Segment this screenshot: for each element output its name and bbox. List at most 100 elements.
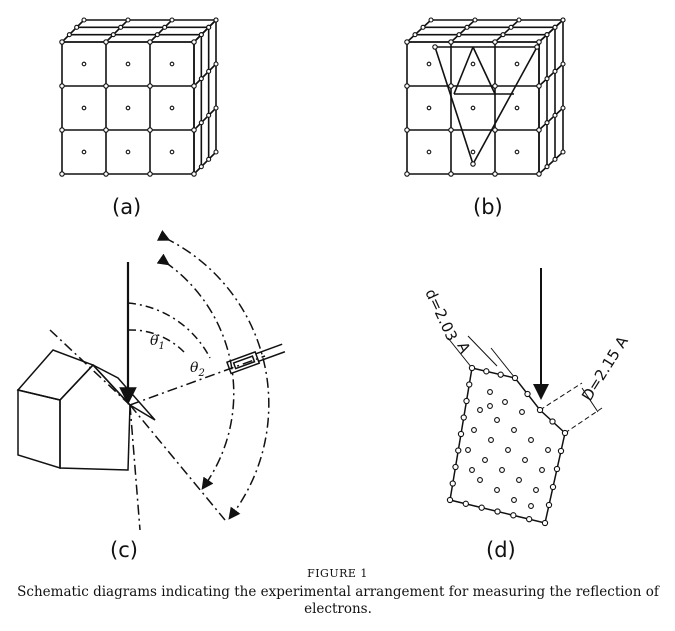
lattice-atom xyxy=(169,17,175,23)
lattice-atom xyxy=(59,171,65,177)
lattice-atom xyxy=(103,171,109,177)
lattice-atom xyxy=(147,127,153,133)
lattice-atom xyxy=(544,120,550,126)
azimuth-line xyxy=(129,404,226,521)
interior-atom xyxy=(482,457,488,463)
lattice-atom xyxy=(500,32,506,38)
face-center-atom xyxy=(169,105,175,111)
interior-atom xyxy=(545,447,551,453)
lattice-atom xyxy=(103,83,109,89)
lattice-atom xyxy=(448,39,454,45)
cut-grid-line xyxy=(453,46,474,95)
face-center-atom xyxy=(125,61,131,67)
side-grid-line xyxy=(538,107,564,131)
lattice-atom xyxy=(544,164,550,170)
lattice-atom xyxy=(560,105,566,111)
interior-atom xyxy=(502,399,508,405)
lattice-atom xyxy=(103,39,109,45)
crystal-cut-face xyxy=(92,364,156,421)
lattice-atom xyxy=(74,24,80,30)
edge-atom xyxy=(460,414,467,421)
lattice-atom xyxy=(492,127,498,133)
D-spacing-label: D=2.15 A xyxy=(578,332,632,404)
panel-a-cubic-crystal xyxy=(59,17,219,177)
lattice-atom xyxy=(536,83,542,89)
edge-atom xyxy=(452,463,459,471)
interior-atom xyxy=(522,457,528,463)
edge-atom xyxy=(524,390,531,398)
lattice-atom xyxy=(412,32,418,38)
lattice-atom xyxy=(536,171,542,177)
lattice-atom xyxy=(213,105,219,111)
panel-c-arrangement xyxy=(16,229,286,531)
face-center-atom xyxy=(426,149,432,155)
d-extension-line-2 xyxy=(490,347,516,379)
interior-atom xyxy=(511,427,517,433)
surface-line xyxy=(49,329,131,406)
lattice-atom xyxy=(191,171,197,177)
lattice-atom xyxy=(147,171,153,177)
interior-atom xyxy=(539,467,545,473)
figure-title: FIGURE 1 xyxy=(307,567,368,580)
face-center-atom xyxy=(426,61,432,67)
lattice-atom xyxy=(420,24,426,30)
face-center-atom xyxy=(125,149,131,155)
cut-atom xyxy=(534,44,540,50)
side-grid-line xyxy=(193,151,217,175)
face-center-atom xyxy=(81,105,87,111)
lattice-atom xyxy=(448,83,454,89)
interior-atom xyxy=(487,389,493,395)
lattice-atom xyxy=(464,24,470,30)
face-center-atom xyxy=(81,149,87,155)
lattice-atom xyxy=(456,32,462,38)
theta1-label: θ1 xyxy=(150,333,165,352)
edge-atom xyxy=(446,496,454,504)
lattice-atom xyxy=(544,76,550,82)
interior-atom xyxy=(494,487,500,493)
lattice-atom xyxy=(536,39,542,45)
top-grid-line xyxy=(61,19,85,43)
panel-d-atoms xyxy=(446,364,569,527)
lattice-atom xyxy=(191,127,197,133)
edge-atom xyxy=(510,512,517,519)
edge-atom xyxy=(526,516,533,523)
edge-atom xyxy=(561,429,569,437)
cut-grid-line xyxy=(472,46,496,95)
lattice-atom xyxy=(147,39,153,45)
panel-b-truncated-cube xyxy=(404,17,566,177)
edge-atom xyxy=(549,483,557,491)
d-extension-line-1 xyxy=(447,337,473,369)
edge-atom xyxy=(457,430,465,438)
edge-atom xyxy=(466,381,473,388)
lattice-atom xyxy=(198,164,204,170)
lattice-atom xyxy=(544,32,550,38)
lattice-atom xyxy=(59,39,65,45)
top-grid-line xyxy=(494,19,520,43)
interior-atom xyxy=(494,417,500,423)
face-center-atom xyxy=(470,105,476,111)
side-grid-line xyxy=(538,63,564,87)
octahedral-cut-edge xyxy=(472,46,538,165)
lattice-atom xyxy=(154,32,160,38)
lattice-atom xyxy=(560,17,566,23)
crystal-rotation-arc-outer xyxy=(156,229,270,520)
interior-atom xyxy=(477,407,483,413)
lattice-atom xyxy=(206,24,212,30)
lattice-atom xyxy=(404,171,410,177)
edge-atom xyxy=(494,508,501,515)
lattice-atom xyxy=(125,17,131,23)
d-spacing-label: d=2.03 xyxy=(421,286,461,344)
lattice-atom xyxy=(404,39,410,45)
edge-atom xyxy=(462,500,469,507)
lattice-atom xyxy=(59,127,65,133)
lattice-atom xyxy=(206,112,212,118)
lattice-atom xyxy=(213,149,219,155)
lattice-atom xyxy=(560,149,566,155)
lattice-atom xyxy=(198,32,204,38)
lattice-atom xyxy=(81,17,87,23)
lattice-atom xyxy=(492,39,498,45)
lattice-atom xyxy=(492,171,498,177)
interior-atom xyxy=(516,477,522,483)
lattice-outline xyxy=(449,367,566,524)
